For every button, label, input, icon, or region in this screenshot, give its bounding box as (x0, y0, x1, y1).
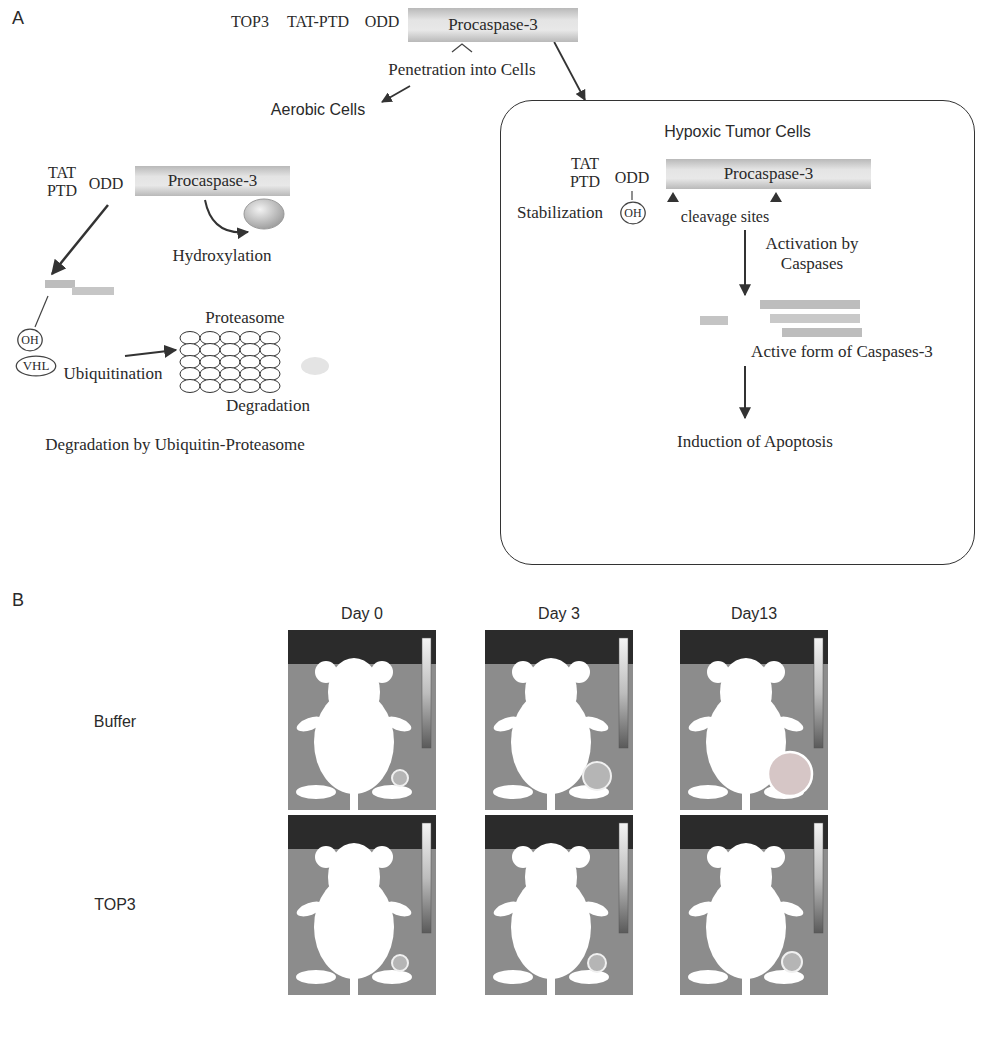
mouse-image (485, 630, 633, 810)
construct-part: ODD (615, 169, 650, 187)
mouse-image (680, 630, 828, 810)
node-text: VHL (23, 358, 50, 374)
caspase-fragment (770, 314, 860, 323)
caspase-fragment (782, 328, 862, 337)
construct-part: TAT PTD (41, 164, 83, 201)
shape-outline (16, 356, 55, 376)
mouse-image (288, 630, 436, 810)
row-header: Buffer (94, 713, 136, 731)
protein-fragment (72, 287, 114, 295)
part-name: cleavage sites (681, 208, 769, 226)
node-text: Procaspase-3 (724, 164, 814, 184)
step-label: Hydroxylation (172, 246, 271, 266)
row-header: TOP3 (94, 896, 136, 914)
activation-arrow (744, 230, 746, 295)
enzyme-blob (244, 199, 284, 229)
shape-outline (18, 329, 42, 351)
ubiquitination-arrow (125, 350, 176, 356)
hydroxyl-circle: OH (620, 201, 646, 225)
mouse-image (288, 815, 436, 995)
mouse-image (485, 815, 633, 995)
node-text: Procaspase-3 (448, 15, 538, 35)
split-caret (452, 44, 472, 52)
step-label: Stabilization (517, 203, 603, 223)
hydroxyl-circle: OH (17, 328, 43, 352)
step-label: Activation by Caspases (762, 234, 862, 273)
cleavage-mark (770, 192, 782, 202)
construct-part: ODD (89, 175, 124, 193)
apoptosis-arrow (744, 366, 746, 418)
column-header: Day 0 (341, 605, 383, 623)
hydroxyl-stem (631, 191, 632, 200)
step-label: Penetration into Cells (388, 60, 535, 80)
connector-arrow (554, 42, 585, 100)
mouse-image (680, 815, 828, 995)
vhl-ellipse: VHL (15, 355, 57, 377)
node-text: OH (624, 206, 641, 221)
construct-part: ODD (365, 13, 400, 31)
node-text: Hypoxic Tumor Cells (664, 123, 811, 141)
panel-letter: A (12, 8, 24, 29)
panel-letter: B (12, 590, 24, 611)
node-text: Procaspase-3 (168, 171, 258, 191)
caspase-fragment (700, 316, 728, 325)
caspase-fragment (760, 300, 860, 309)
proteasome-symbol (180, 332, 280, 393)
hydroxylation-arrow (205, 200, 248, 232)
hydroxyl-stem (35, 296, 48, 327)
outcome-label: Induction of Apoptosis (677, 432, 833, 452)
construct-part: TAT-PTD (287, 13, 349, 31)
protein-fragment (45, 280, 75, 288)
part-name: Proteasome (205, 308, 284, 328)
part-name: Active form of Caspases-3 (751, 342, 933, 362)
shape-outline (621, 202, 645, 224)
cleavage-mark (667, 192, 679, 202)
construct-part: TAT PTD (564, 155, 606, 192)
condition-label: Aerobic Cells (271, 101, 365, 119)
aerobic-arrow (382, 86, 410, 102)
protein-bar: Procaspase-3 (135, 166, 290, 196)
step-label: Ubiquitination (63, 364, 162, 384)
step-label: Degradation (226, 396, 310, 416)
protein-bar: Procaspase-3 (666, 159, 871, 189)
construct-part: TOP3 (231, 13, 269, 31)
protein-bar: Procaspase-3 (408, 8, 578, 42)
column-header: Day13 (731, 605, 777, 623)
node-text: OH (21, 333, 38, 348)
degraded-fragment (301, 357, 329, 375)
degradation-arrow (52, 205, 108, 274)
column-header: Day 3 (538, 605, 580, 623)
outcome-label: Degradation by Ubiquitin-Proteasome (45, 435, 305, 455)
